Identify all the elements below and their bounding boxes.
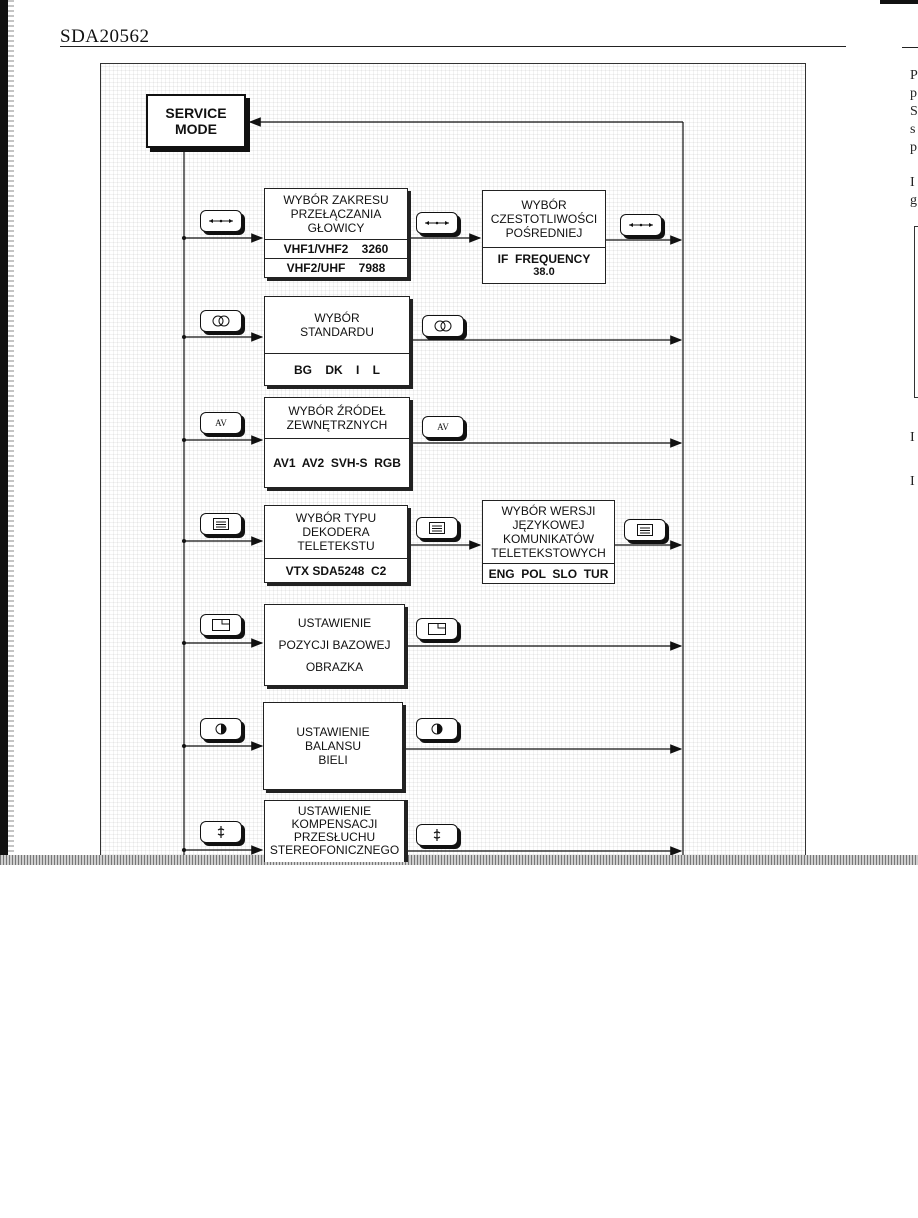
- adjacent-text-fragment: s: [910, 122, 916, 137]
- step-line: PRZESŁUCHU: [293, 830, 376, 844]
- side-value: ENG POL SLO TUR: [483, 563, 614, 583]
- step-line: BALANSU: [304, 739, 362, 753]
- av-key-label: AV: [215, 418, 227, 428]
- picture-position-icon: [200, 614, 242, 636]
- service-mode-line1: SERVICE: [165, 105, 227, 121]
- header-rule: [60, 46, 846, 47]
- stereo-icon: [200, 310, 242, 332]
- step-line: ZEWNĘTRZNYCH: [286, 418, 388, 432]
- side-line: JĘZYKOWEJ: [512, 518, 585, 532]
- step-value: VHF2/UHF 7988: [265, 258, 407, 277]
- adjacent-text-fragment: S: [910, 104, 918, 119]
- step-value: AV1 AV2 SVH-S RGB: [265, 438, 409, 487]
- step-box-tuner-band: WYBÓR ZAKRESU PRZEŁĄCZANIA GŁOWICY VHF1/…: [264, 188, 408, 278]
- adjacent-page-rule: [902, 47, 918, 48]
- step-line: USTAWIENIE: [297, 616, 372, 630]
- av-icon: AV: [422, 416, 464, 438]
- adjacent-page-box: [914, 226, 918, 398]
- step-box-picture-position: USTAWIENIE POZYCJI BAZOWEJ OBRAZKA: [264, 604, 405, 686]
- adjacent-text-fragment: I: [910, 175, 915, 190]
- arrow-keys-icon: [416, 212, 458, 234]
- step-line: KOMPENSACJI: [291, 817, 378, 831]
- teletext-icon: [200, 513, 242, 535]
- adjacent-text-fragment: I: [910, 430, 915, 445]
- document-title: SDA20562: [60, 26, 150, 47]
- adjacent-text-fragment: P: [910, 68, 918, 83]
- contrast-icon: [200, 718, 242, 740]
- side-line: KOMUNIKATÓW: [502, 532, 595, 546]
- side-box-if-frequency: WYBÓR CZESTOTLIWOŚCI POŚREDNIEJ IF FREQU…: [482, 190, 606, 284]
- step-line: TELETEKSTU: [297, 539, 375, 553]
- step-value: VHF1/VHF2 3260: [265, 239, 407, 258]
- side-line: WYBÓR WERSJI: [501, 504, 596, 518]
- side-line: POŚREDNIEJ: [505, 226, 583, 240]
- step-line: PRZEŁĄCZANIA: [290, 207, 382, 221]
- adjacent-text-fragment: p: [910, 86, 917, 101]
- side-value: 38.0: [533, 265, 555, 278]
- step-line: WYBÓR ŹRÓDEŁ: [288, 404, 386, 418]
- adjacent-text-fragment: g: [910, 193, 917, 208]
- step-line: OBRAZKA: [305, 660, 364, 674]
- step-line: USTAWIENIE: [296, 725, 370, 739]
- step-value: VTX SDA5248 C2: [265, 558, 407, 582]
- step-line: STANDARDU: [300, 325, 374, 339]
- contrast-icon: [416, 718, 458, 740]
- side-line: CZESTOTLIWOŚCI: [490, 212, 598, 226]
- step-value: BG DK I L: [265, 353, 409, 385]
- step-line: BIELI: [318, 753, 348, 767]
- sound-icon: [416, 824, 458, 846]
- side-value: IF FREQUENCY: [497, 251, 591, 266]
- side-line: WYBÓR: [521, 198, 567, 212]
- service-mode-line2: MODE: [175, 121, 217, 137]
- step-line: USTAWIENIE: [297, 804, 372, 818]
- picture-position-icon: [416, 618, 458, 640]
- av-icon: AV: [200, 412, 242, 434]
- side-line: TELETEKSTOWYCH: [491, 546, 606, 560]
- step-line: DEKODERA: [302, 525, 370, 539]
- step-box-external-sources: WYBÓR ŹRÓDEŁ ZEWNĘTRZNYCH AV1 AV2 SVH-S …: [264, 397, 410, 488]
- side-box-teletext-language: WYBÓR WERSJI JĘZYKOWEJ KOMUNIKATÓW TELET…: [482, 500, 615, 584]
- teletext-icon: [416, 517, 458, 539]
- flow-connectors: [182, 117, 684, 856]
- step-box-standard: WYBÓR STANDARDU BG DK I L: [264, 296, 410, 386]
- step-box-teletext-decoder: WYBÓR TYPU DEKODERA TELETEKSTU VTX SDA52…: [264, 505, 408, 583]
- adjacent-text-fragment: I: [910, 474, 915, 489]
- teletext-icon: [624, 519, 666, 541]
- stereo-icon: [422, 315, 464, 337]
- step-box-white-balance: USTAWIENIE BALANSU BIELI: [263, 702, 403, 790]
- arrow-keys-icon: [620, 214, 662, 236]
- step-line: WYBÓR TYPU: [295, 511, 377, 525]
- step-line: POZYCJI BAZOWEJ: [278, 638, 391, 652]
- scan-edge-band: [0, 855, 918, 865]
- adjacent-page-bar: [880, 0, 918, 4]
- step-line: STEREOFONICZNEGO: [269, 843, 400, 857]
- service-mode-box: SERVICE MODE: [146, 94, 246, 148]
- adjacent-text-fragment: p: [910, 140, 917, 155]
- step-line: GŁOWICY: [307, 221, 365, 235]
- av-key-label: AV: [437, 422, 449, 432]
- step-line: WYBÓR: [314, 311, 360, 325]
- step-box-stereo-crosstalk: USTAWIENIE KOMPENSACJI PRZESŁUCHU STEREO…: [264, 800, 405, 862]
- page-edge-shadow: [0, 0, 8, 862]
- sound-icon: [200, 821, 242, 843]
- arrow-keys-icon: [200, 210, 242, 232]
- page-edge-texture: [8, 0, 14, 862]
- step-line: WYBÓR ZAKRESU: [283, 193, 389, 207]
